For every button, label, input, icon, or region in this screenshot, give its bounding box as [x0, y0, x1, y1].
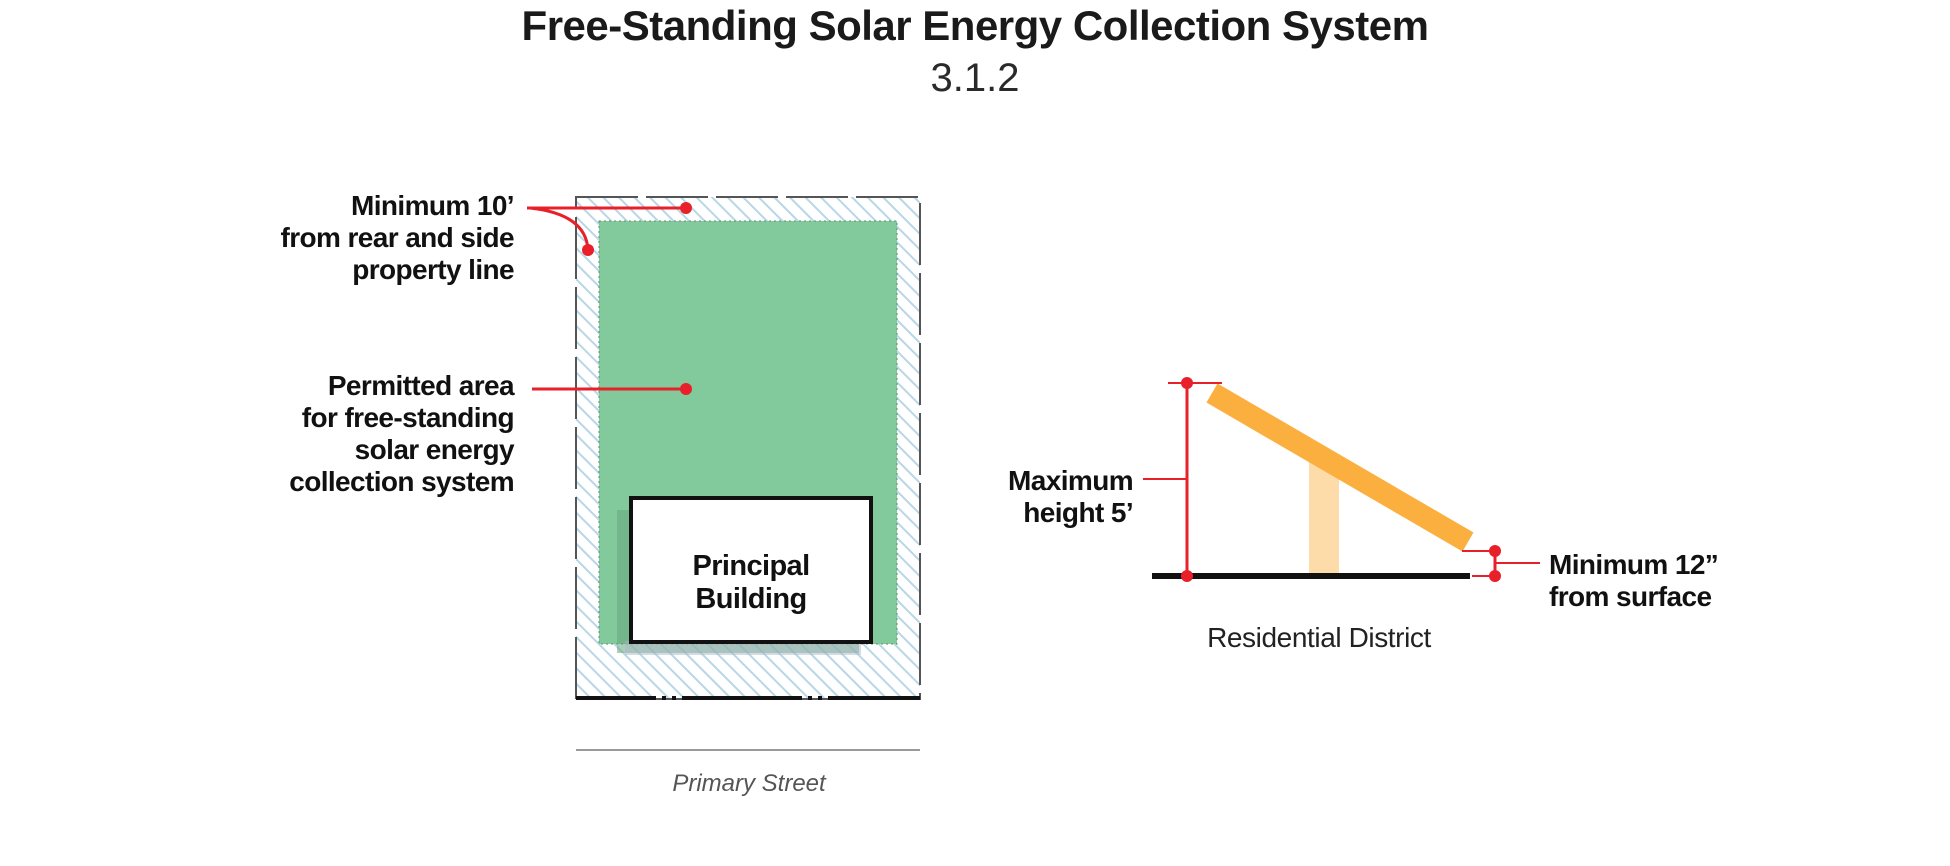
setback-label-line-1: Minimum 10’: [351, 190, 514, 221]
setback-label-line-3: property line: [352, 254, 514, 285]
max-height-dimension: [1143, 377, 1222, 582]
max-height-dot-bottom: [1181, 570, 1193, 582]
setback-dot-side: [582, 244, 594, 256]
principal-building: [629, 496, 873, 644]
site-plan: Principal Building Primary Street Minimu…: [280, 190, 921, 797]
diagram-subtitle: 3.1.2: [931, 56, 1020, 100]
permitted-label-line-1: Permitted area: [328, 370, 515, 401]
clearance-label-line-1: Minimum 12”: [1549, 549, 1718, 580]
permitted-area-callout: [532, 383, 692, 395]
clearance-dot-top: [1489, 545, 1501, 557]
clearance-dot-bottom: [1489, 570, 1501, 582]
permitted-label-line-2: for free-standing: [302, 402, 514, 433]
section-view: Maximum height 5’ Minimum 12” from surfa…: [1008, 377, 1719, 653]
clearance-dimension: [1462, 545, 1540, 582]
district-label: Residential District: [1207, 622, 1431, 653]
max-height-label-line-1: Maximum: [1008, 465, 1133, 496]
permitted-label-line-3: solar energy: [355, 434, 515, 465]
panel-support: [1309, 458, 1339, 576]
diagram-title: Free-Standing Solar Energy Collection Sy…: [522, 2, 1429, 49]
permitted-dot: [680, 383, 692, 395]
clearance-label-line-2: from surface: [1549, 581, 1711, 612]
building-shadow-ground: [625, 641, 861, 655]
setback-leader-curve: [529, 206, 590, 251]
max-height-dot-top: [1181, 377, 1193, 389]
street-label: Primary Street: [672, 770, 827, 797]
setback-label-line-2: from rear and side: [280, 222, 514, 253]
building-label-line-1: Principal: [692, 550, 809, 582]
solar-panel: [1206, 383, 1474, 552]
setback-dot-top: [680, 202, 692, 214]
building-label-line-2: Building: [695, 583, 806, 615]
max-height-label-line-2: height 5’: [1023, 497, 1133, 528]
permitted-label-line-4: collection system: [289, 466, 514, 497]
setback-callout: [527, 202, 692, 256]
